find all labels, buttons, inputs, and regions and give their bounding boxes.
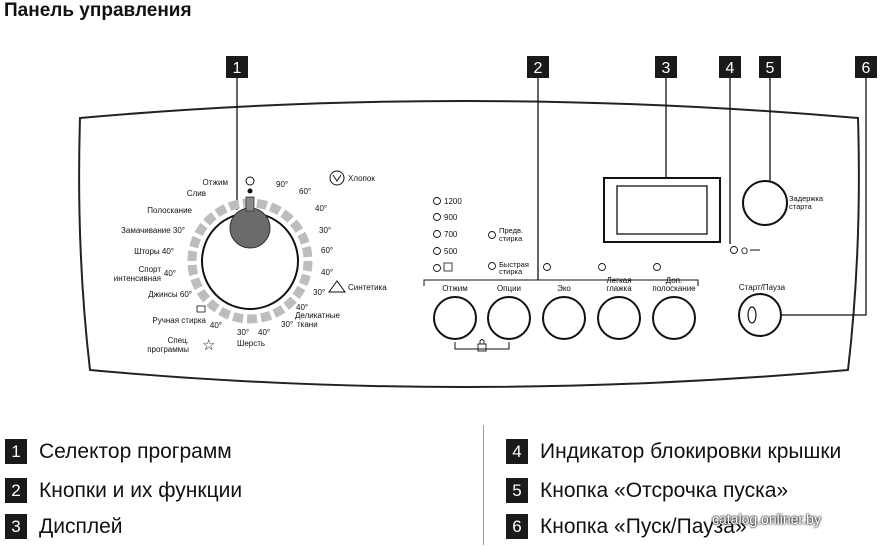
callout-2: 2	[527, 56, 549, 78]
dial-label-hand-wash: Ручная стирка	[152, 316, 206, 325]
leader-lines	[236, 78, 867, 316]
buttons-row: Отжим Опции Эко Легкая глажка Доп. полос…	[433, 276, 696, 340]
dial-label-delicate: Деликатные	[295, 311, 341, 320]
callout-4: 4	[719, 56, 741, 78]
cotton-icon	[329, 170, 345, 186]
dial-label-sport: Спорт	[139, 265, 162, 274]
watermark: catalog.onliner.by	[712, 511, 821, 527]
program-dial	[187, 176, 313, 324]
star-icon: ☆	[202, 337, 215, 354]
svg-text:стирка: стирка	[499, 234, 523, 243]
dial-label-special-2: программы	[147, 345, 189, 354]
svg-text:40°: 40°	[258, 328, 270, 337]
callout-3: 3	[655, 56, 677, 78]
svg-text:2: 2	[534, 60, 543, 77]
legend-item-3: 3 Дисплей	[5, 514, 123, 539]
dial-label-cotton: Хлопок	[348, 174, 375, 183]
dial-label-delicate-2: ткани	[297, 320, 318, 329]
spin-button	[433, 296, 477, 340]
svg-text:старта: старта	[789, 202, 813, 211]
svg-text:6: 6	[862, 60, 871, 77]
panel-outline	[78, 100, 860, 388]
dial-label-sport-temp: 40°	[164, 269, 176, 278]
lid-lock-indicator	[730, 246, 738, 254]
easy-iron-button	[597, 296, 641, 340]
svg-text:40°: 40°	[321, 268, 333, 277]
svg-text:1: 1	[233, 60, 242, 77]
dial-label-spin: Отжим	[203, 178, 228, 187]
svg-text:5: 5	[766, 60, 775, 77]
eco-button	[542, 296, 586, 340]
dial-label-drain: Слив	[187, 189, 206, 198]
legend-item-4: 4 Индикатор блокировки крышки	[506, 439, 841, 464]
dial-label-soak: Замачивание 30°	[121, 226, 185, 235]
callout-6: 6	[855, 56, 877, 78]
legend-divider	[483, 425, 484, 545]
control-panel-diagram: 1 2 3 4 5 6	[78, 56, 877, 388]
svg-text:900: 900	[444, 213, 458, 222]
svg-text:глажка: глажка	[606, 284, 632, 293]
options-button	[487, 296, 531, 340]
svg-text:90°: 90°	[276, 180, 288, 189]
dial-label-sport-2: интенсивная	[114, 274, 161, 283]
delay-start-button	[742, 180, 788, 226]
start-pause-button	[738, 293, 782, 337]
child-lock-icon	[477, 343, 487, 352]
legend-item-2: 2 Кнопки и их функции	[5, 478, 242, 503]
legend-item-6: 6 Кнопка «Пуск/Пауза»	[506, 514, 747, 539]
svg-text:Опции: Опции	[497, 284, 521, 293]
svg-text:Легкая: Легкая	[606, 276, 631, 285]
svg-text:полоскание: полоскание	[652, 284, 696, 293]
svg-text:500: 500	[444, 247, 458, 256]
page-title: Панель управления	[4, 0, 192, 21]
svg-text:4: 4	[726, 60, 735, 77]
spin-speed-indicators: 1200 900 700 500	[433, 197, 462, 272]
synthetic-icon	[328, 280, 346, 293]
extra-rinse-button	[652, 296, 696, 340]
dial-label-hand-temp: 40°	[210, 321, 222, 330]
svg-text:Доп.: Доп.	[666, 276, 683, 285]
svg-text:60°: 60°	[299, 187, 311, 196]
dial-label-jeans: Джинсы 60°	[148, 290, 192, 299]
dial-label-curtains: Шторы 40°	[134, 247, 174, 256]
dial-label-synthetic: Синтетика	[348, 283, 387, 292]
dial-label-wool: Шерсть	[237, 339, 265, 348]
option-label-prewash: Предв.	[499, 226, 523, 235]
svg-text:30°: 30°	[237, 328, 249, 337]
svg-text:30°: 30°	[319, 226, 331, 235]
svg-text:Задержка: Задержка	[789, 194, 824, 203]
svg-text:60°: 60°	[321, 246, 333, 255]
legend-item-1: 1 Селектор программ	[5, 439, 232, 464]
dial-label-rinse: Полоскание	[147, 206, 192, 215]
option-label-quick: Быстрая	[499, 260, 529, 269]
svg-text:30°: 30°	[313, 288, 325, 297]
callout-5: 5	[759, 56, 781, 78]
svg-text:стирка: стирка	[499, 267, 523, 276]
callout-1: 1	[226, 56, 248, 78]
svg-text:Отжим: Отжим	[442, 284, 467, 293]
svg-text:40°: 40°	[315, 204, 327, 213]
svg-text:1200: 1200	[444, 197, 462, 206]
svg-text:30°: 30°	[281, 320, 293, 329]
legend-item-5: 5 Кнопка «Отсрочка пуска»	[506, 478, 788, 503]
svg-text:Старт/Пауза: Старт/Пауза	[739, 283, 786, 292]
svg-text:40°: 40°	[296, 303, 308, 312]
lid-lock-symbol: О	[741, 246, 748, 256]
hand-wash-icon	[196, 305, 206, 313]
dial-label-special: Спец.	[168, 336, 189, 345]
svg-text:3: 3	[662, 60, 671, 77]
svg-text:Эко: Эко	[557, 284, 571, 293]
svg-text:700: 700	[444, 230, 458, 239]
